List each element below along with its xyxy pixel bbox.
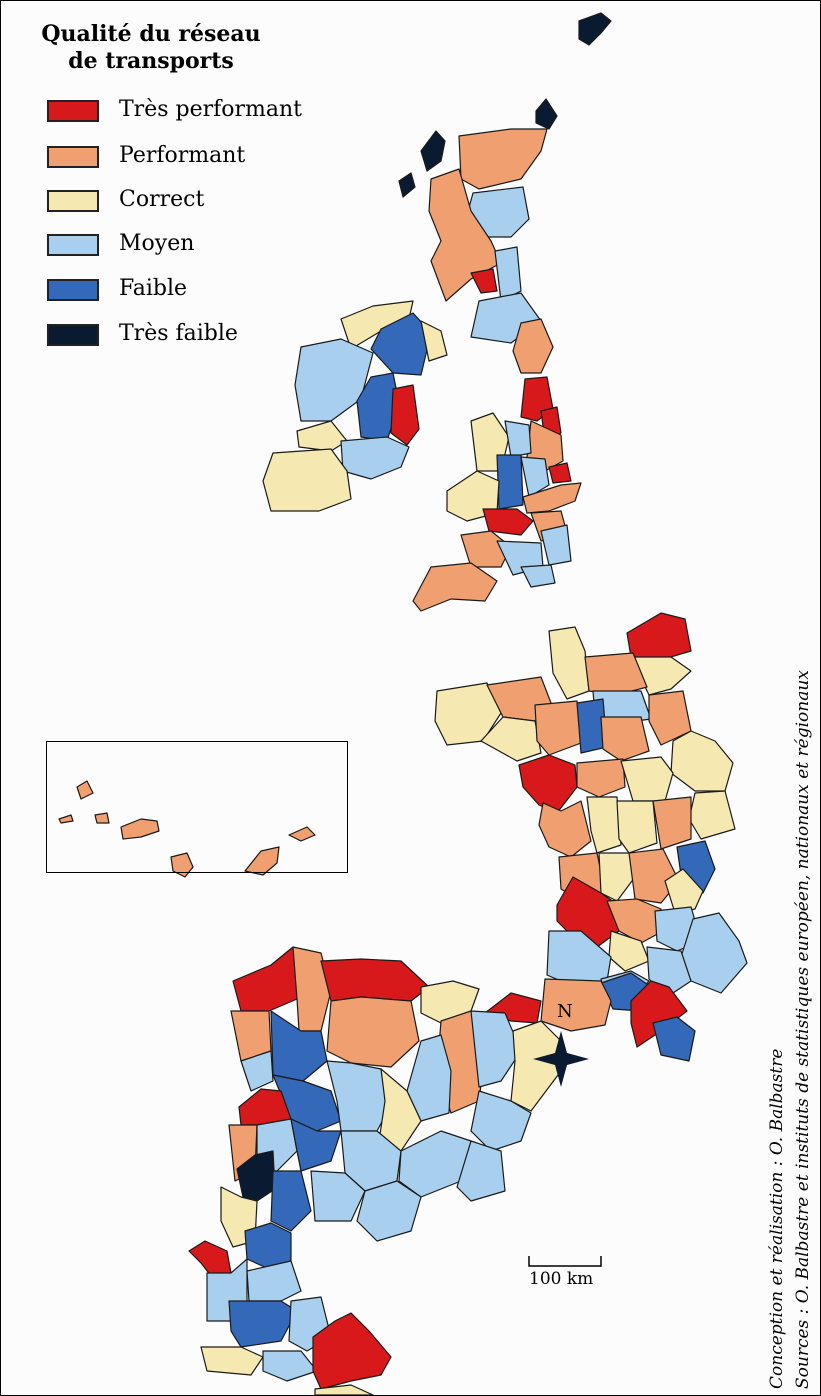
legend-title: Qualité du réseau de transports (21, 21, 281, 75)
region (200, 1346, 264, 1376)
compass-star-icon (533, 1031, 589, 1087)
legend-swatch (47, 324, 99, 346)
region-island (94, 812, 110, 824)
region-island (578, 12, 612, 46)
legend-swatch (47, 234, 99, 256)
region (320, 958, 430, 1002)
legend-label: Correct (119, 187, 205, 212)
region (456, 1140, 506, 1202)
region (504, 420, 532, 458)
region (534, 700, 582, 756)
region (232, 946, 302, 1012)
region (262, 448, 352, 512)
legend-label: Performant (119, 143, 246, 168)
region (312, 1312, 392, 1390)
region (688, 790, 736, 840)
region-island (535, 98, 558, 130)
region (356, 1180, 422, 1242)
scale-bar (528, 1256, 602, 1267)
legend-swatch (47, 100, 99, 122)
region (600, 716, 650, 762)
region-island (398, 172, 416, 198)
region (412, 562, 498, 612)
region (310, 1170, 366, 1222)
region (314, 1384, 374, 1395)
region (370, 312, 432, 376)
legend-title-line1: Qualité du réseau (41, 21, 261, 47)
scale-label: 100 km (529, 1269, 594, 1289)
region (548, 626, 590, 700)
legend-swatch (47, 190, 99, 212)
region (586, 796, 622, 854)
region-island (244, 846, 280, 876)
legend-label: Très faible (119, 321, 238, 346)
region (540, 978, 612, 1032)
region (246, 1260, 302, 1302)
legend-title-line2: de transports (68, 48, 234, 74)
region (428, 168, 502, 302)
region (420, 320, 448, 362)
region (520, 456, 550, 498)
region (648, 690, 692, 746)
region (390, 384, 420, 446)
region (652, 1016, 696, 1062)
region (470, 1010, 522, 1088)
region (540, 524, 572, 566)
region (548, 462, 572, 484)
region-island (58, 814, 74, 824)
region (538, 800, 592, 858)
region (626, 612, 692, 662)
region (512, 318, 554, 374)
region (326, 996, 420, 1068)
region (270, 1170, 312, 1232)
credit-conception: Conception et réalisation : O. Balbastre (767, 1048, 787, 1389)
region-island (120, 818, 160, 840)
legend-label: Moyen (119, 231, 195, 256)
region (290, 1118, 342, 1172)
region (228, 1300, 298, 1348)
legend-swatch (47, 146, 99, 168)
region-island (420, 130, 446, 172)
credit-sources: Sources : O. Balbastre et instituts de s… (793, 670, 813, 1389)
region (240, 1050, 274, 1092)
legend-label: Très performant (119, 97, 303, 122)
region-island (76, 780, 94, 800)
region (522, 482, 582, 514)
region (652, 796, 692, 850)
region (340, 436, 410, 480)
region (292, 946, 332, 1032)
canary-islands-inset-frame (46, 741, 348, 873)
region (598, 852, 636, 902)
region (482, 508, 534, 536)
region (470, 1090, 532, 1152)
region (294, 338, 374, 422)
region (616, 800, 658, 854)
region (518, 754, 578, 814)
region (510, 1020, 562, 1112)
region (620, 756, 674, 802)
region (496, 454, 524, 510)
north-label: N (557, 1001, 573, 1022)
region (576, 758, 626, 798)
region (458, 128, 548, 190)
region (664, 868, 704, 914)
region (296, 420, 348, 452)
region-island (288, 826, 316, 842)
legend-swatch (47, 279, 99, 301)
region (670, 730, 734, 792)
region (608, 930, 650, 972)
region (262, 1350, 318, 1382)
region (494, 246, 522, 302)
legend-label: Faible (119, 276, 188, 301)
region (470, 268, 498, 294)
region (520, 564, 556, 588)
